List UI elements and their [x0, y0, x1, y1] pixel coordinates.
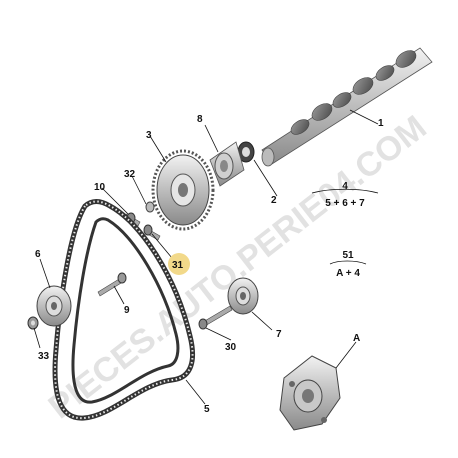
camshaft-hub — [209, 141, 245, 187]
formula-51-top: 51 — [342, 250, 354, 261]
washer-32 — [145, 201, 155, 213]
timing-belt — [52, 199, 196, 421]
formula-51-bottom: A + 4 — [336, 268, 360, 279]
formula-4-top: 4 — [342, 181, 348, 192]
callout-31: 31 — [172, 260, 184, 271]
nut-33 — [27, 316, 39, 330]
leader-lines — [33, 109, 379, 405]
highlight-marker — [168, 253, 190, 275]
stud-9 — [97, 272, 127, 297]
idler-roller — [227, 277, 259, 315]
callout-33: 33 — [38, 351, 50, 362]
tensioner-roller — [36, 285, 72, 327]
formula-4-bottom: 5 + 6 + 7 — [325, 198, 365, 209]
callout-3: 3 — [146, 130, 152, 141]
callout-7: 7 — [276, 329, 282, 340]
callout-32: 32 — [124, 169, 136, 180]
formula-rules — [311, 188, 379, 265]
callout-5: 5 — [204, 404, 210, 415]
water-pump — [279, 355, 341, 431]
callout-8: 8 — [197, 114, 203, 125]
callout-2: 2 — [271, 195, 277, 206]
callout-30: 30 — [225, 342, 237, 353]
callout-A: A — [353, 333, 360, 344]
bolt-30 — [198, 305, 233, 330]
callout-10: 10 — [94, 182, 106, 193]
callout-1: 1 — [378, 118, 384, 129]
callout-6: 6 — [35, 249, 41, 260]
oil-seal — [237, 141, 255, 163]
camshaft-pulley — [151, 149, 215, 231]
camshaft — [261, 47, 433, 167]
callout-9: 9 — [124, 305, 130, 316]
